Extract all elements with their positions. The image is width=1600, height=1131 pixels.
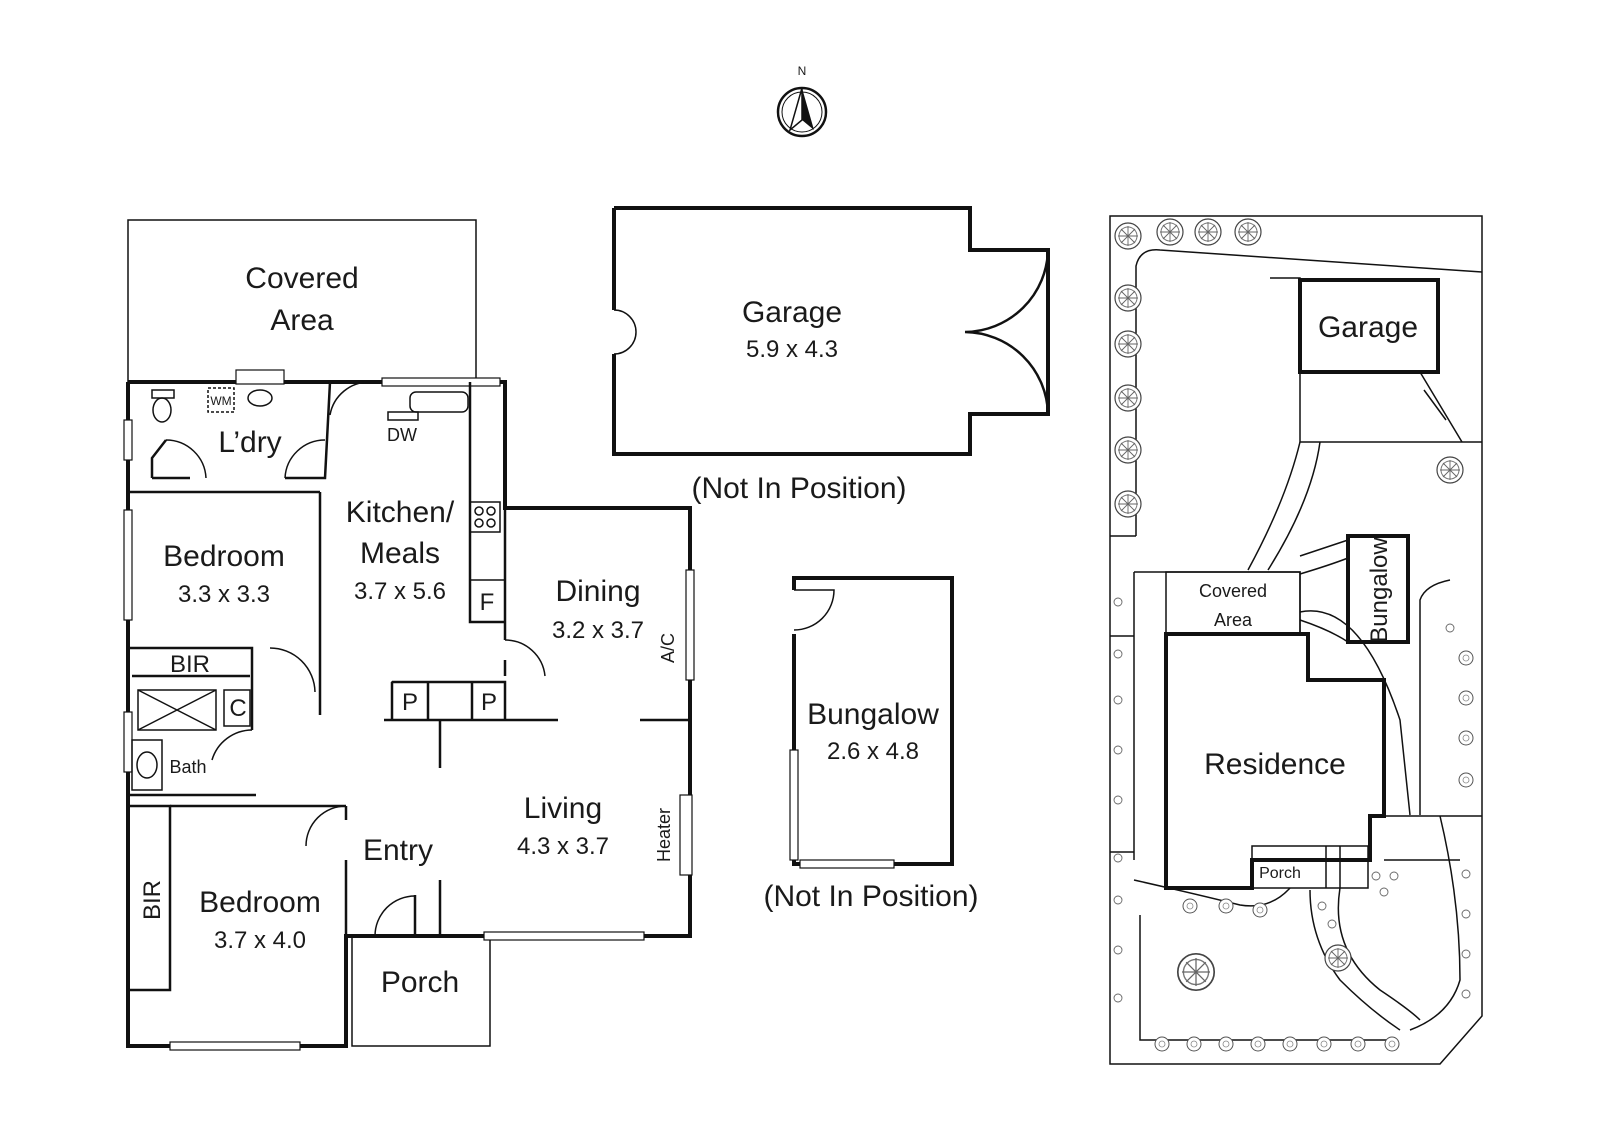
kitchen-label-line1: Kitchen/ (346, 496, 455, 529)
bungalow-label: Bungalow (807, 698, 939, 731)
site-covered-area-line2: Area (1214, 610, 1253, 630)
site-residence-label: Residence (1204, 748, 1346, 781)
dishwasher-label: DW (387, 425, 417, 445)
covered-area-label-line2: Area (270, 304, 334, 337)
fridge-label: F (480, 589, 495, 616)
washing-machine-label: WM (210, 394, 231, 408)
bir-top-label: BIR (170, 651, 210, 678)
north-label: N (798, 64, 807, 78)
laundry-label: L’dry (218, 426, 281, 459)
covered-area-label-line1: Covered (245, 262, 358, 295)
kitchen-label-line2: Meals (360, 537, 440, 570)
floor-plan (123, 219, 695, 1051)
garage-plan (612, 206, 1050, 456)
pantry-right-label: P (481, 689, 497, 716)
living-label: Living (524, 792, 602, 825)
garage-label: Garage (742, 296, 842, 329)
garage-note: (Not In Position) (691, 472, 906, 505)
site-garage-label: Garage (1318, 311, 1418, 344)
covered-area-outline (127, 219, 477, 383)
site-bungalow-label: Bungalow (1366, 537, 1393, 643)
bath-label: Bath (169, 757, 206, 777)
pantry-left-label: P (402, 689, 418, 716)
kitchen-dimensions: 3.7 x 5.6 (354, 578, 446, 605)
bir-side-label: BIR (139, 880, 166, 920)
site-plan (1109, 215, 1483, 1065)
bedroom2-label: Bedroom (199, 886, 321, 919)
living-dimensions: 4.3 x 3.7 (517, 833, 609, 860)
porch-label: Porch (381, 966, 459, 999)
bungalow-note: (Not In Position) (763, 880, 978, 913)
north-arrow-icon (776, 86, 828, 138)
garage-dimensions: 5.9 x 4.3 (746, 336, 838, 363)
site-covered-area-line1: Covered (1199, 581, 1267, 601)
bungalow-dimensions: 2.6 x 4.8 (827, 738, 919, 765)
porch-outline (351, 935, 491, 1047)
dining-label: Dining (555, 575, 640, 608)
bungalow-plan (789, 576, 954, 869)
heater-label: Heater (654, 808, 674, 862)
entry-label: Entry (363, 834, 433, 867)
cupboard-label: C (229, 695, 246, 722)
dining-dimensions: 3.2 x 3.7 (552, 617, 644, 644)
bedroom1-dimensions: 3.3 x 3.3 (178, 581, 270, 608)
bedroom1-label: Bedroom (163, 540, 285, 573)
ac-label: A/C (658, 633, 678, 663)
bedroom2-dimensions: 3.7 x 4.0 (214, 927, 306, 954)
site-porch-label: Porch (1259, 865, 1301, 882)
